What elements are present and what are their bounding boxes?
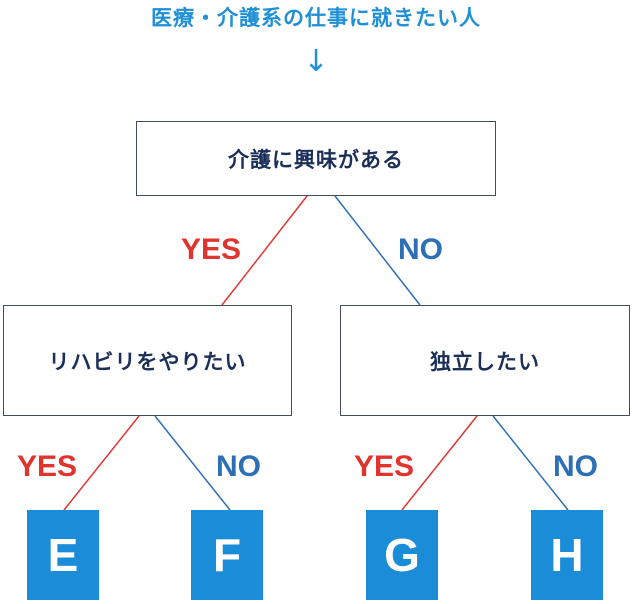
root-no-line <box>334 195 421 306</box>
result-f-box: F <box>191 510 263 600</box>
left-yes-label: YES <box>17 450 78 483</box>
right-question-box: 独立したい <box>340 305 630 416</box>
right-question-label: 独立したい <box>430 349 540 374</box>
result-h-label: H <box>550 529 584 581</box>
result-e-box: E <box>27 510 99 600</box>
right-no-label: NO <box>553 450 598 483</box>
left-question-box: リハビリをやりたい <box>3 305 292 416</box>
left-question-label: リハビリをやりたい <box>48 349 247 374</box>
left-no-line <box>154 415 231 511</box>
root-yes-line <box>221 195 308 306</box>
root-no-label: NO <box>398 233 443 266</box>
right-no-line <box>492 415 569 511</box>
left-yes-line <box>63 415 140 511</box>
left-no-label: NO <box>216 450 261 483</box>
right-yes-line <box>401 415 478 511</box>
result-f-label: F <box>212 529 242 581</box>
result-g-box: G <box>366 510 438 600</box>
down-arrow-icon: ↓ <box>303 44 329 79</box>
result-g-label: G <box>384 529 420 581</box>
root-question-label: 介護に興味がある <box>228 147 404 172</box>
root-question-box: 介護に興味がある <box>136 121 496 196</box>
result-e-label: E <box>47 529 79 581</box>
result-h-box: H <box>531 510 603 600</box>
page-title: 医療・介護系の仕事に就きたい人 <box>151 6 481 30</box>
root-yes-label: YES <box>181 233 242 266</box>
right-yes-label: YES <box>354 450 415 483</box>
